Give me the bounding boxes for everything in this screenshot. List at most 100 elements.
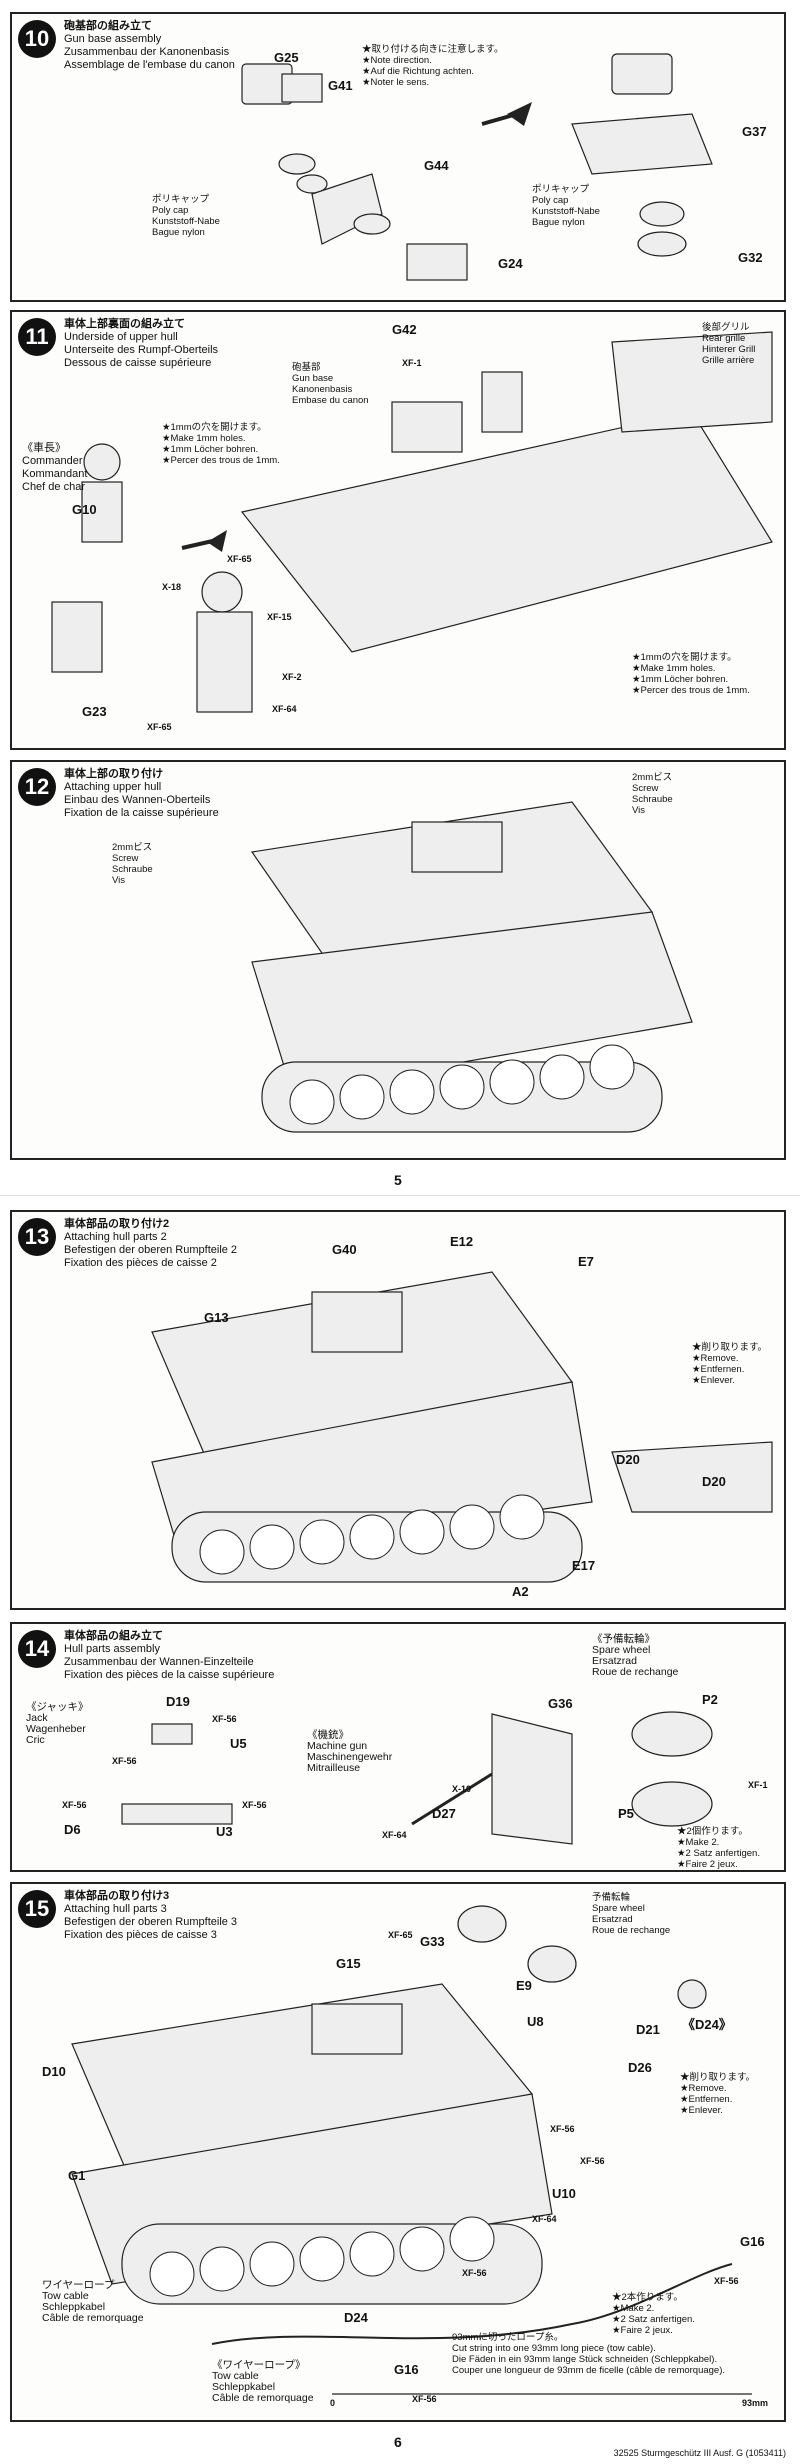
holes-note-1: ★1mmの穴を開けます。 ★Make 1mm holes. ★1mm Löche… bbox=[162, 422, 280, 466]
step-11-illustration bbox=[51, 331, 773, 713]
note-line: ★Faire 2 jeux. bbox=[677, 1859, 738, 1870]
note-line: ★1mm Löcher bohren. bbox=[162, 444, 259, 455]
step-10-illustration bbox=[241, 53, 713, 281]
note-line: ★Faire 2 jeux. bbox=[612, 2325, 673, 2336]
label-line: Roue de rechange bbox=[592, 1666, 679, 1678]
part-d27: D27 bbox=[432, 1806, 456, 1821]
title-en: Attaching upper hull bbox=[64, 781, 162, 793]
part-g33: G33 bbox=[420, 1934, 445, 1949]
make-2-note: ★2個作ります。 ★Make 2. ★2 Satz anfertigen. ★F… bbox=[677, 1826, 760, 1870]
label-line: Rear grille bbox=[702, 333, 746, 344]
label-line: Wagenheber bbox=[26, 1723, 86, 1735]
rear-grille-label: 後部グリル Rear grille Hinterer Grill Grille … bbox=[702, 322, 755, 366]
part-g23: G23 bbox=[82, 704, 107, 719]
d24-detail-title: 《D24》 bbox=[682, 2017, 732, 2032]
page-number-bottom: 6 bbox=[394, 2434, 402, 2450]
note-line: ★Remove. bbox=[692, 1353, 739, 1364]
polycap-line: Kunststoff-Nabe bbox=[152, 216, 220, 227]
step-10-panel: 10 砲基部の組み立て Gun base assembly Zusammenba… bbox=[10, 12, 786, 302]
label-line: Machine gun bbox=[307, 1740, 368, 1752]
note-line: ★1mmの穴を開けます。 bbox=[162, 422, 267, 433]
polycap-line: ポリキャップ bbox=[152, 194, 210, 205]
part-g13: G13 bbox=[204, 1310, 229, 1325]
paint-xf64: XF-64 bbox=[272, 704, 297, 714]
commander-label: 《車長》 Commander Kommandant Chef de char bbox=[22, 442, 87, 494]
label-line: 《ワイヤーロープ》 bbox=[212, 2359, 306, 2371]
part-d24: D24 bbox=[344, 2310, 368, 2325]
label-line: Schraube bbox=[112, 864, 153, 875]
part-p5: P5 bbox=[618, 1806, 634, 1821]
note-line: ★Auf die Richtung achten. bbox=[362, 66, 475, 77]
label-line: 《車長》 bbox=[22, 442, 66, 454]
label-line: 後部グリル bbox=[702, 322, 750, 333]
paint-xf56-4: XF-56 bbox=[62, 1800, 87, 1810]
paint-xf15: XF-15 bbox=[267, 612, 292, 622]
screw-label-right: 2mmビス Screw Schraube Vis bbox=[632, 772, 673, 816]
note-line: ★2個作ります。 bbox=[677, 1826, 748, 1837]
label-line: ワイヤーロープ bbox=[42, 2279, 115, 2291]
note-line: Die Fäden in ein 93mm lange Stück schnei… bbox=[452, 2354, 718, 2365]
step-13-panel: 13 車体部品の取り付け2 Attaching hull parts 2 Bef… bbox=[10, 1210, 786, 1610]
part-e17: E17 bbox=[572, 1558, 596, 1573]
title-jp: 車体部品の取り付け2 bbox=[64, 1218, 170, 1230]
part-e9: E9 bbox=[516, 1978, 532, 1993]
part-g10: G10 bbox=[72, 502, 97, 517]
title-de: Befestigen der oberen Rumpfteile 3 bbox=[64, 1916, 238, 1928]
note-line: ★2本作ります。 bbox=[612, 2292, 683, 2303]
polycap-line: Kunststoff-Nabe bbox=[532, 206, 600, 217]
paint-xf65-2: XF-65 bbox=[147, 722, 172, 732]
label-line: Schraube bbox=[632, 794, 673, 805]
label-line: 予備転輪 bbox=[592, 1892, 631, 1903]
label-line: Ersatzrad bbox=[592, 1914, 633, 1925]
title-en: Attaching hull parts 2 bbox=[64, 1231, 167, 1243]
title-fr: Fixation de la caisse supérieure bbox=[64, 807, 219, 819]
step-12-illustration bbox=[250, 801, 693, 1133]
tow-cable-label: ワイヤーロープ Tow cable Schleppkabel Câble de … bbox=[42, 2280, 144, 2324]
paint-xf1: XF-1 bbox=[748, 1780, 768, 1790]
paint-xf2: XF-2 bbox=[282, 672, 302, 682]
label-line: Schleppkabel bbox=[42, 2301, 106, 2313]
paint-xf65: XF-65 bbox=[227, 554, 252, 564]
note-line: ★Percer des trous de 1mm. bbox=[162, 455, 280, 466]
step-12-panel: 12 車体上部の取り付け Attaching upper hull Einbau… bbox=[10, 760, 786, 1160]
label-line: 砲基部 bbox=[292, 362, 321, 373]
direction-note: ★取り付ける向きに注意します。 ★Note direction. ★Auf di… bbox=[362, 44, 504, 88]
part-g40: G40 bbox=[332, 1242, 357, 1257]
step-13-illustration bbox=[151, 1271, 773, 1583]
paint-x10: X-10 bbox=[452, 1784, 472, 1794]
label-line: Kanonenbasis bbox=[292, 384, 353, 395]
title-de: Befestigen der oberen Rumpfteile 2 bbox=[64, 1244, 238, 1256]
step-titles: 砲基部の組み立て Gun base assembly Zusammenbau d… bbox=[64, 20, 235, 72]
paint-xf65: XF-65 bbox=[388, 1930, 413, 1940]
part-g25: G25 bbox=[274, 50, 299, 65]
note-line: ★2 Satz anfertigen. bbox=[677, 1848, 760, 1859]
note-line: ★Enlever. bbox=[692, 1375, 735, 1386]
note-line: ★取り付ける向きに注意します。 bbox=[362, 44, 504, 55]
paint-xf56-3: XF-56 bbox=[462, 2268, 487, 2278]
label-line: Tow cable bbox=[212, 2370, 259, 2382]
part-g24: G24 bbox=[498, 256, 523, 271]
step-titles: 車体上部の取り付け Attaching upper hull Einbau de… bbox=[64, 768, 219, 820]
paint-xf64: XF-64 bbox=[532, 2214, 557, 2224]
string-note: 93mmに切ったロープ糸。 Cut string into one 93mm l… bbox=[452, 2332, 725, 2376]
note-line: ★Entfernen. bbox=[680, 2094, 733, 2105]
label-line: Kommandant bbox=[22, 468, 88, 480]
step-number: 13 bbox=[18, 1218, 56, 1256]
note-line: ★Make 2. bbox=[612, 2303, 655, 2314]
paint-xf56: XF-56 bbox=[580, 2156, 605, 2166]
part-d20: D20 bbox=[616, 1452, 640, 1467]
paint-xf56-4: XF-56 bbox=[714, 2276, 739, 2286]
step-15-illustration bbox=[71, 1905, 752, 2395]
polycap-line: Poly cap bbox=[532, 195, 569, 206]
part-g41: G41 bbox=[328, 78, 353, 93]
title-fr: Assemblage de l'embase du canon bbox=[64, 59, 235, 71]
part-d6: D6 bbox=[64, 1822, 81, 1837]
remove-note: ★削り取ります。 ★Remove. ★Entfernen. ★Enlever. bbox=[680, 2072, 755, 2116]
page-number-top: 5 bbox=[394, 1172, 402, 1188]
scale-end: 93mm bbox=[742, 2398, 769, 2408]
note-line: 93mmに切ったロープ糸。 bbox=[452, 2332, 564, 2343]
step-titles: 車体部品の取り付け3 Attaching hull parts 3 Befest… bbox=[64, 1890, 237, 1942]
remove-note: ★削り取ります。 ★Remove. ★Entfernen. ★Enlever. bbox=[692, 1342, 767, 1386]
part-g44: G44 bbox=[424, 158, 449, 173]
note-line: ★Percer des trous de 1mm. bbox=[632, 685, 750, 696]
